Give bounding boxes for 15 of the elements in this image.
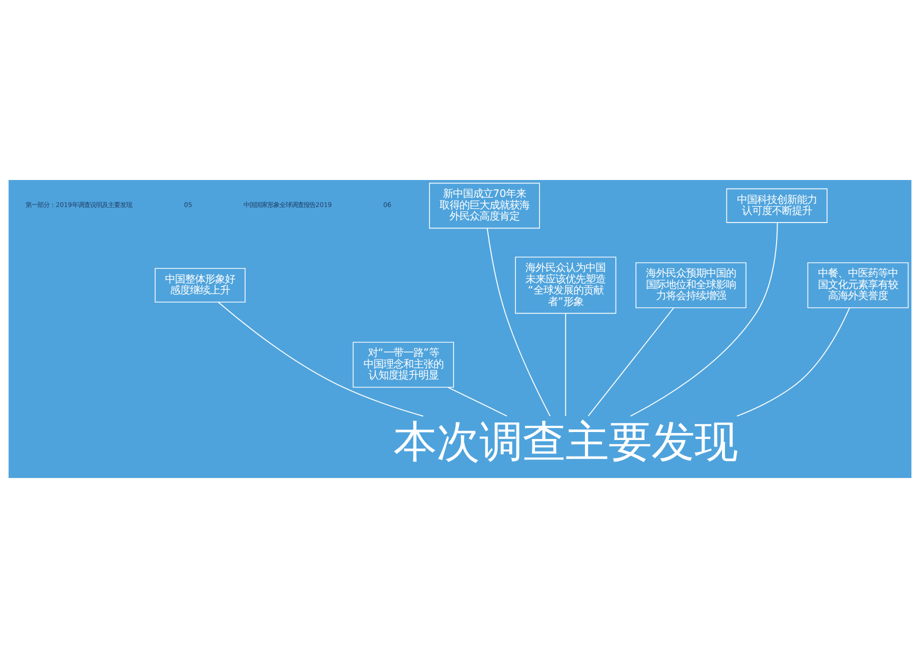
connector [565, 312, 566, 416]
node-box: 中国整体形象好感度继续上升 [154, 267, 246, 302]
node-box: 中国科技创新能力认可度不断提升 [726, 188, 828, 222]
connector [486, 227, 551, 416]
node-box: 新中国成立70年来取得的巨大成就获海外民众高度肯定 [429, 182, 540, 228]
connector [588, 306, 674, 416]
node-box: 中餐、中医药等中国文化元素享有较高海外美誉度 [807, 262, 909, 308]
connector [630, 222, 778, 416]
node-text: 本次调查主要发现 [394, 416, 738, 467]
node-box: 对“一带一路”等中国理念和主张的认知度提升明显 [352, 341, 454, 388]
node-box: 海外民众预期中国的国际地位和全球影响力将会持续增强 [636, 262, 746, 308]
connector [447, 386, 508, 416]
node-box: 海外民众认为中国未来应该优先塑造“全球发展的贡献者”形象 [515, 256, 616, 314]
connector [736, 306, 850, 416]
connector [218, 301, 424, 416]
